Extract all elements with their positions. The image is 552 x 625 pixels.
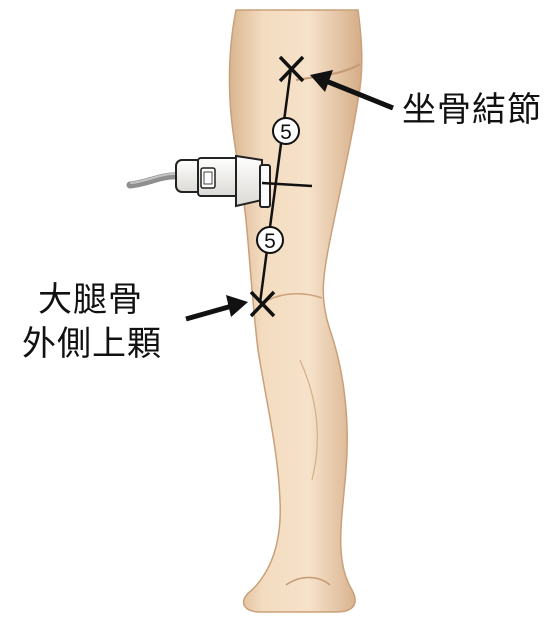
arrow-icon-femur	[186, 295, 248, 319]
probe-face	[260, 165, 270, 207]
label-ischial-tuberosity: 坐骨結節	[402, 93, 542, 127]
ultrasound-probe-icon	[130, 156, 270, 207]
marker-lower-number: 5	[264, 230, 276, 253]
marker-upper-number: 5	[280, 121, 292, 144]
probe-button-icon	[201, 168, 215, 188]
leg-illustration	[229, 10, 361, 612]
label-femur-line1: 大腿骨	[38, 283, 143, 317]
marker-upper: 5	[273, 118, 299, 144]
marker-lower: 5	[257, 227, 283, 253]
probe-head	[236, 156, 262, 206]
label-femur-line2: 外側上顆	[22, 327, 162, 361]
leg-shape	[229, 10, 361, 612]
